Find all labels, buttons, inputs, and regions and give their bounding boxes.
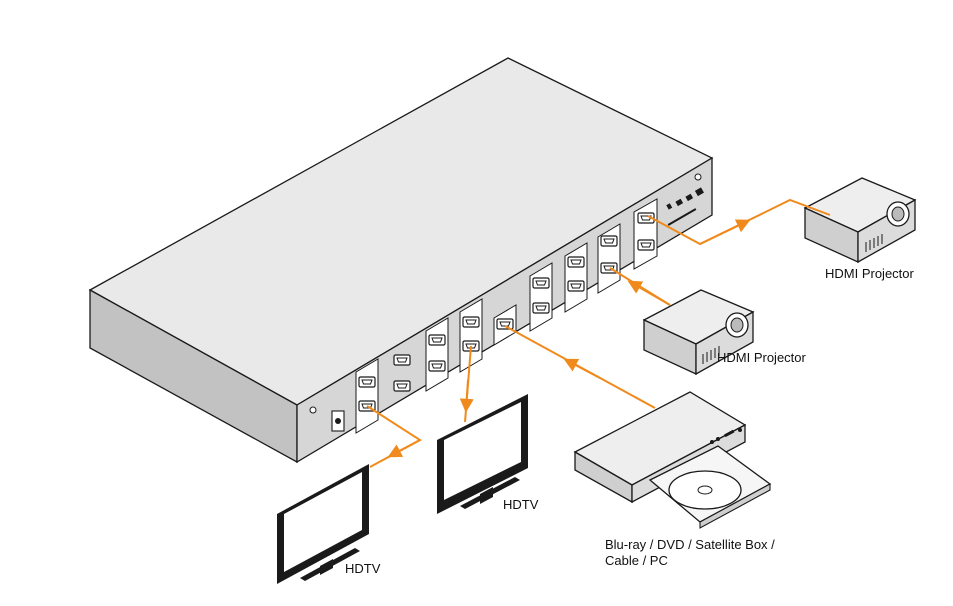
- hdmi-out-port: [532, 302, 550, 314]
- label-source-line2: Cable / PC: [605, 553, 668, 568]
- label-source-line1: Blu-ray / DVD / Satellite Box /: [605, 537, 775, 552]
- hdmi-output-group-3: [425, 317, 449, 392]
- hdtv-mid: [437, 394, 528, 514]
- hdmi-output-group-7: [597, 223, 621, 294]
- dc-power-jack: [331, 410, 345, 432]
- hdmi-out-port: [567, 280, 585, 292]
- screw: [694, 173, 702, 181]
- screw: [309, 406, 317, 414]
- hdmi-out-port: [358, 376, 376, 388]
- hdmi-out-port: [393, 354, 411, 366]
- hdmi-out-port: [428, 360, 446, 372]
- hdmi-out-port: [567, 256, 585, 268]
- label-projector-mid: HDMI Projector: [717, 350, 806, 365]
- hdmi-output-group-1: [355, 358, 379, 434]
- hdmi-out-port: [428, 334, 446, 346]
- cable-source-input: [504, 325, 656, 409]
- hdmi-output-group-8: [633, 198, 658, 270]
- hdmi-output-group-4: [459, 298, 483, 373]
- hdmi-out-port: [393, 380, 411, 392]
- label-projector-top: HDMI Projector: [825, 266, 914, 281]
- bluray-player: [573, 391, 772, 529]
- hdmi-out-port: [462, 316, 480, 328]
- cable-projector-top: [647, 198, 831, 246]
- cable-hdtv-mid: [459, 345, 474, 423]
- hdtv-left: [277, 464, 369, 584]
- hdmi-projector-mid: [642, 289, 755, 376]
- hdmi-output-group-6: [564, 242, 588, 313]
- hdmi-projector-top: [803, 177, 917, 264]
- hdmi-out-port: [600, 235, 618, 247]
- hdmi-out-port: [637, 239, 655, 251]
- label-hdtv-mid: HDTV: [503, 497, 539, 512]
- hdmi-matrix-switch: [88, 57, 714, 464]
- cable-projector-mid: [609, 267, 671, 306]
- cable-hdtv-left: [366, 405, 422, 468]
- hdmi-out-port: [532, 277, 550, 289]
- hdmi-output-group-5: [529, 262, 553, 332]
- label-hdtv-left: HDTV: [345, 561, 381, 576]
- certification-marks: [666, 187, 704, 226]
